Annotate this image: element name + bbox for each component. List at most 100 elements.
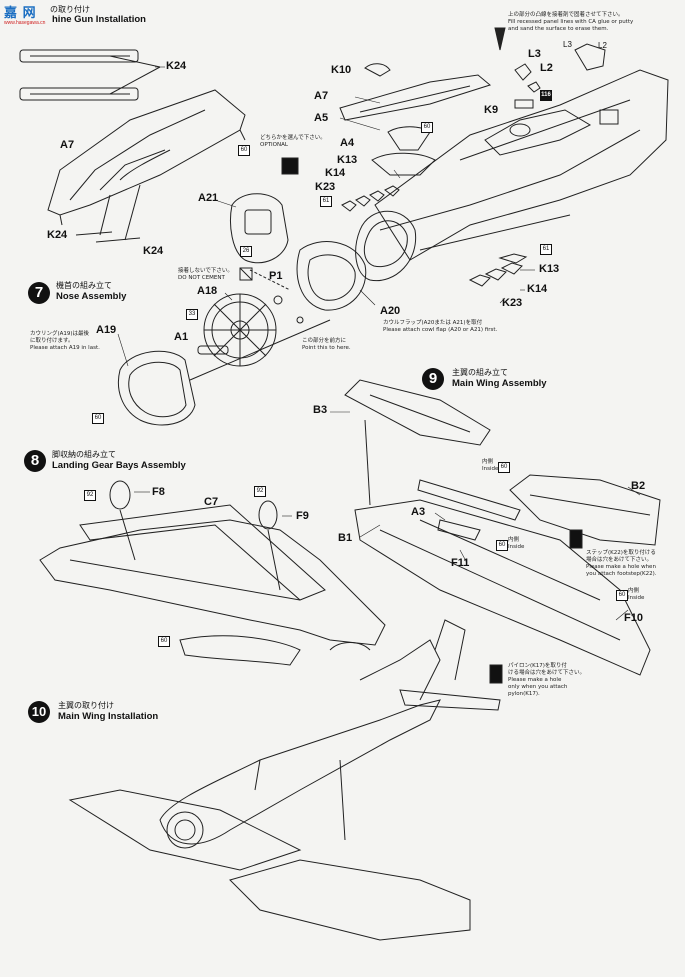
leader-lines <box>117 66 641 621</box>
cowl-flap-jp: カウルフラップ(A20または A21)を取付 <box>383 320 483 326</box>
header-step-en: hine Gun Installation <box>52 14 146 25</box>
gun-deck-illustration <box>47 89 246 243</box>
top-note-line2: Fill recessed panel lines with CA glue o… <box>508 19 634 25</box>
part-label-b1: B1 <box>338 532 353 544</box>
color-badge: 60 <box>496 540 508 551</box>
footstep-hole-line3: Please make a hole when <box>586 564 656 570</box>
point-here-en: Point this to here. <box>302 345 351 351</box>
step-8-number: 8 <box>24 450 46 472</box>
step-10-en: Main Wing Installation <box>58 711 159 722</box>
footstep-hole-line2: 場合は穴をあけて下さい。 <box>586 557 653 563</box>
part-label-a7: A7 <box>60 139 75 151</box>
point-here-jp: この部分を前方に <box>302 338 347 344</box>
part-label-a19: A19 <box>96 324 117 336</box>
part-label-l3-small: L3 <box>563 40 572 49</box>
header-step-jp: の取り付け <box>50 5 90 14</box>
cowl-note: カウリング(A19)は最後 に取り付けます。 Please attach A19… <box>30 331 100 352</box>
part-label-b3: B3 <box>313 404 328 416</box>
step-7-en: Nose Assembly <box>56 291 127 302</box>
footstep-hole-note: ステップ(K22)を取り付ける 場合は穴をあけて下さい。 Please make… <box>586 550 657 578</box>
watermark-logo: 嘉 网 www.hasegawa.cn <box>4 2 45 26</box>
cowl-flap-note: カウルフラップ(A20または A21)を取付 Please attach cow… <box>383 320 497 334</box>
top-note-line1: 上の部分の凸線を接着剤で固着させて下さい。 <box>508 12 624 18</box>
point-here-note: この部分を前方に Point this to here. <box>302 338 351 352</box>
part-label-a1: A1 <box>174 331 189 343</box>
watermark-line1: 嘉 网 <box>4 5 37 20</box>
part-label-k24: K24 <box>47 229 68 241</box>
inside-note: 内側 Inside <box>482 459 498 473</box>
color-badge: 60 <box>158 636 170 647</box>
part-label-p1: P1 <box>269 270 283 282</box>
pylon-hole-line3: Please make a hole <box>508 677 562 683</box>
part-label-f8: F8 <box>152 486 165 498</box>
donot-cement-en: DO NOT CEMENT <box>178 275 225 281</box>
part-label-k24: K24 <box>166 60 187 72</box>
part-label-a7: A7 <box>314 90 329 102</box>
step-7-number: 7 <box>28 282 50 304</box>
step-10-number: 10 <box>28 701 50 723</box>
footstep-hole-line1: ステップ(K22)を取り付ける <box>586 550 656 556</box>
part-label-k13: K13 <box>337 154 358 166</box>
part-label-l2: L2 <box>540 62 553 74</box>
final-aircraft-illustration <box>68 619 501 941</box>
color-badge: 60 <box>616 590 628 601</box>
color-badge: 61 <box>540 244 552 255</box>
cowl-note-line1: カウリング(A19)は最後 <box>30 331 90 337</box>
color-badge: 92 <box>84 490 96 501</box>
part-label-k10: K10 <box>331 64 352 76</box>
pylon-hole-line4: only when you attach <box>508 684 568 690</box>
part-label-b2: B2 <box>631 480 646 492</box>
cowl-flap-en: Please attach cowl flap (A20 or A21) fir… <box>383 327 498 333</box>
part-label-k24: K24 <box>143 245 164 257</box>
top-note-line3: and sand the surface to erase them. <box>508 26 609 32</box>
step-9-number: 9 <box>422 368 444 390</box>
optional-note-jp: どちらかを選んで下さい。 <box>260 135 326 141</box>
color-badge: 60 <box>498 462 510 473</box>
gear-bay-illustration <box>39 480 386 666</box>
part-label-f10: F10 <box>624 612 643 624</box>
step-8-en: Landing Gear Bays Assembly <box>52 460 186 471</box>
step-7-jp: 機首の組み立て <box>56 281 112 290</box>
pylon-hole-line1: パイロン(K17)を取り付 <box>508 663 567 669</box>
part-label-f11: F11 <box>451 557 470 569</box>
part-label-f9: F9 <box>296 510 309 522</box>
part-label-a18: A18 <box>197 285 218 297</box>
cockpit-parts-illustration <box>514 43 606 109</box>
wing-assembly-illustration <box>344 379 661 684</box>
footstep-hole-line4: you attach footstep(K22). <box>586 571 657 577</box>
optional-note: どちらかを選んで下さい。 OPTIONAL <box>260 135 326 149</box>
donot-cement-note: 接着しないで下さい。 DO NOT CEMENT <box>178 268 233 282</box>
cowl-note-line2: に取り付けます。 <box>30 338 74 344</box>
part-label-k14: K14 <box>527 283 548 295</box>
inside-note-jp: 内側 <box>508 537 520 543</box>
part-label-a3: A3 <box>411 506 426 518</box>
inside-note-en: Inside <box>482 466 499 472</box>
pylon-hole-note: パイロン(K17)を取り付 ける場合は穴をあけて下さい。 Please make… <box>508 663 585 698</box>
color-badge: 60 <box>92 413 104 424</box>
inside-note: 内側 Inside <box>508 537 524 551</box>
watermark-line2: www.hasegawa.cn <box>4 20 46 26</box>
color-badge: 116 <box>540 90 552 101</box>
color-badge: 33 <box>186 309 198 320</box>
color-badge: 61 <box>320 196 332 207</box>
cowl-parts-illustration <box>339 27 506 176</box>
color-badge: 60 <box>421 122 433 133</box>
donot-cement-jp: 接着しないで下さい。 <box>178 268 233 274</box>
color-badge: 26 <box>240 246 252 257</box>
pylon-hole-line5: pylon(K17). <box>508 691 540 697</box>
cowl-note-line3: Please attach A19 in last. <box>30 345 100 351</box>
color-badge: 92 <box>254 486 266 497</box>
part-label-l3: L3 <box>528 48 541 60</box>
pylon-hole-line2: ける場合は穴をあけて下さい。 <box>508 670 586 676</box>
step-10-jp: 主翼の取り付け <box>58 701 114 710</box>
fuselage-illustration <box>355 69 669 282</box>
part-label-k14: K14 <box>325 167 346 179</box>
top-note: 上の部分の凸線を接着剤で固着させて下さい。 Fill recessed pane… <box>508 12 633 33</box>
inside-note-en: Inside <box>628 595 645 601</box>
part-label-l2-small: L2 <box>598 41 607 50</box>
part-label-c7: C7 <box>204 496 219 508</box>
step-8-jp: 脚収納の組み立て <box>52 450 116 459</box>
part-label-a21: A21 <box>198 192 219 204</box>
step-9-jp: 主翼の組み立て <box>452 368 508 377</box>
